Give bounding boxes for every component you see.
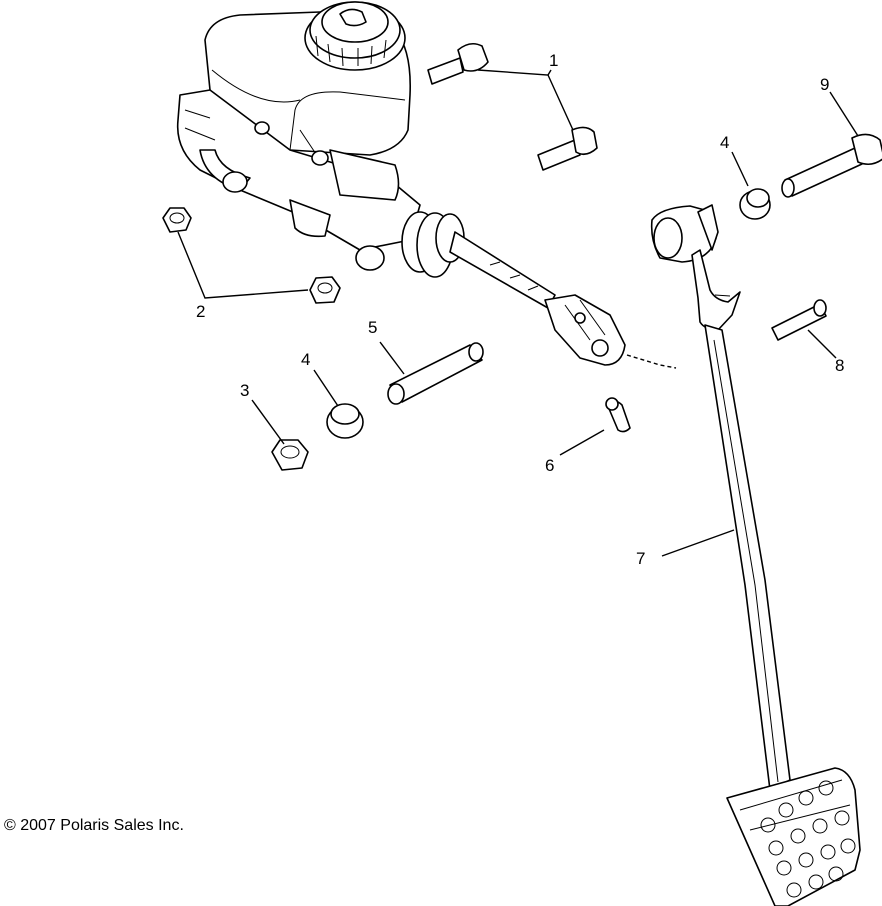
callout-2: 2	[196, 302, 205, 321]
callout-8: 8	[835, 356, 844, 375]
nut-2b	[309, 276, 341, 304]
callout-5: 5	[368, 318, 377, 337]
pedal-pad-studs	[760, 780, 856, 898]
copyright-notice: © 2007 Polaris Sales Inc.	[4, 817, 184, 834]
nut-2a	[162, 207, 192, 233]
nut-3	[271, 439, 309, 471]
leader-lines	[177, 69, 859, 557]
callout-4-left: 4	[301, 350, 310, 369]
bushing-4-left	[326, 403, 364, 439]
bolt-lower	[537, 126, 598, 171]
cotter-pin-6	[605, 397, 631, 433]
pin-8	[771, 299, 827, 341]
callout-3: 3	[240, 381, 249, 400]
bushing-4-right	[739, 188, 771, 220]
sleeve-5	[387, 342, 484, 405]
callout-4-right: 4	[720, 133, 729, 152]
callout-9: 9	[820, 75, 829, 94]
bolt-upper	[427, 42, 489, 85]
callout-1: 1	[549, 51, 558, 70]
brake-pedal-7	[650, 204, 861, 906]
master-cylinder	[176, 1, 626, 366]
bolt-9	[781, 133, 882, 198]
callout-7: 7	[636, 549, 645, 568]
callout-labels: 1 2 3 4 4 5 6 7 8 9	[196, 51, 844, 568]
callout-6: 6	[545, 456, 554, 475]
